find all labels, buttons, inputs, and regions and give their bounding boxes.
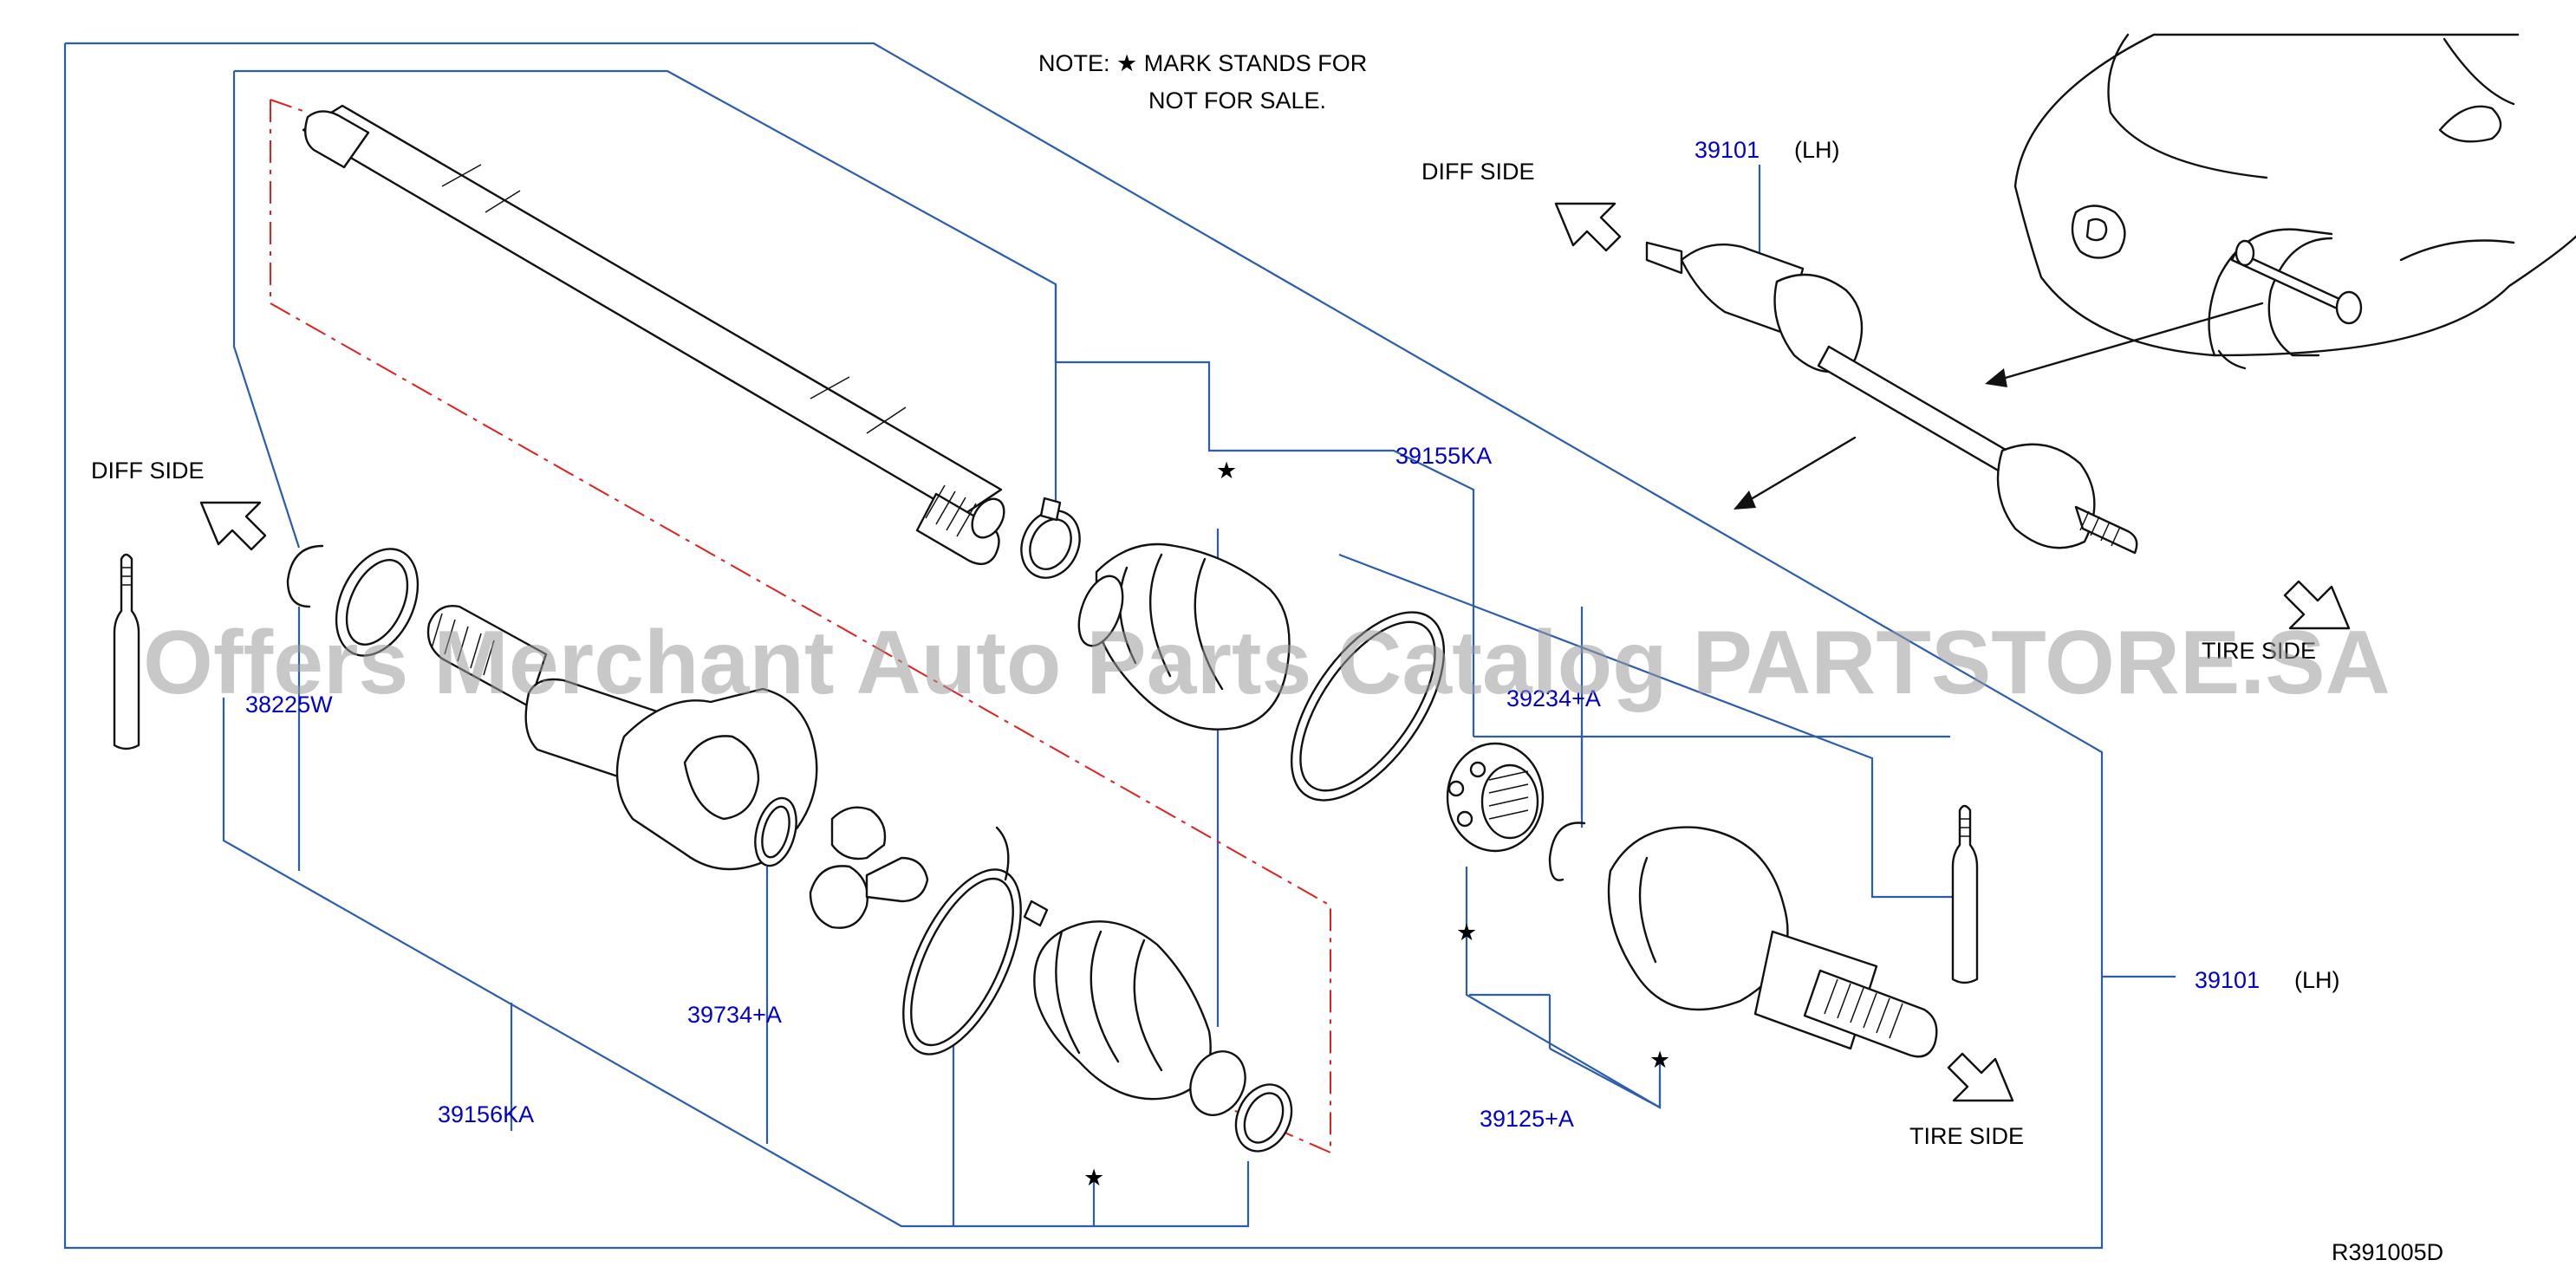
part-number-39101-right[interactable]: 39101	[2195, 967, 2260, 993]
tripod-joint	[809, 806, 929, 929]
arrow-diff-side-left	[199, 501, 267, 551]
arrow-overview-1	[1985, 302, 2264, 387]
arrow-diff-side-top	[1554, 202, 1622, 252]
part-number-39155KA[interactable]: 39155KA	[1395, 443, 1492, 469]
band-clamp-small-lower	[1234, 1083, 1293, 1153]
arrow-tire-side-top	[2283, 580, 2351, 630]
assembly-frame-39155KA	[232, 69, 1950, 738]
assembly-frame-39125A	[1465, 607, 1662, 1109]
band-clamp-large-lower	[902, 826, 1049, 1055]
snap-ring-39734	[754, 796, 797, 867]
star-mark-boot-outer: ★	[1083, 1165, 1104, 1191]
leader-grease-right	[1338, 553, 1955, 899]
note-line-1: NOTE: ★ MARK STANDS FOR	[1038, 50, 1367, 76]
part-number-39734A[interactable]: 39734+A	[687, 1002, 782, 1028]
vehicle-front-outline	[2013, 33, 2576, 370]
circlip-38225W	[286, 544, 324, 608]
part-qualifier-lh-right: (LH)	[2294, 967, 2340, 993]
ball-cage	[1446, 742, 1545, 853]
part-number-39125A[interactable]: 39125+A	[1480, 1106, 1574, 1132]
tire-side-label-bottom: TIRE SIDE	[1909, 1123, 2024, 1149]
grease-tube-left	[113, 553, 140, 750]
band-clamp-small-upper	[1020, 497, 1081, 579]
band-clamp-large-upper	[1290, 611, 1446, 802]
diff-side-label-top: DIFF SIDE	[1421, 159, 1535, 185]
star-mark-ball-cage: ★	[1456, 919, 1477, 945]
arrow-overview-2	[1734, 436, 1857, 510]
part-number-39234A[interactable]: 39234+A	[1506, 685, 1601, 711]
star-mark-boot-inner: ★	[1216, 458, 1237, 484]
part-number-39101-top[interactable]: 39101	[1695, 137, 1760, 163]
tire-side-label-top: TIRE SIDE	[2202, 638, 2316, 664]
assembly-frame-39101	[63, 42, 2176, 1250]
note-line-2: NOT FOR SALE.	[1148, 88, 1326, 114]
part-qualifier-lh-top: (LH)	[1794, 137, 1840, 163]
diff-side-label-left: DIFF SIDE	[91, 458, 205, 484]
watermark: Offers Merchant Auto Parts Catalog PARTS…	[143, 613, 2391, 713]
grease-tube-right	[1951, 804, 1979, 984]
overview-drive-shaft	[1645, 241, 2138, 555]
arrow-tire-side-bottom	[1947, 1052, 2014, 1102]
diagram-code: R391005D	[2332, 1239, 2443, 1265]
boot-inner	[1077, 542, 1291, 731]
star-mark-outer-joint: ★	[1649, 1047, 1670, 1073]
part-number-39156KA[interactable]: 39156KA	[438, 1101, 534, 1127]
drive-shaft	[302, 104, 1005, 566]
boot-outer	[1033, 920, 1246, 1116]
snap-ring-39234	[1548, 822, 1586, 881]
oil-seal	[335, 548, 420, 657]
part-number-38225W[interactable]: 38225W	[245, 692, 333, 718]
outer-cv-joint	[1607, 826, 1938, 1058]
